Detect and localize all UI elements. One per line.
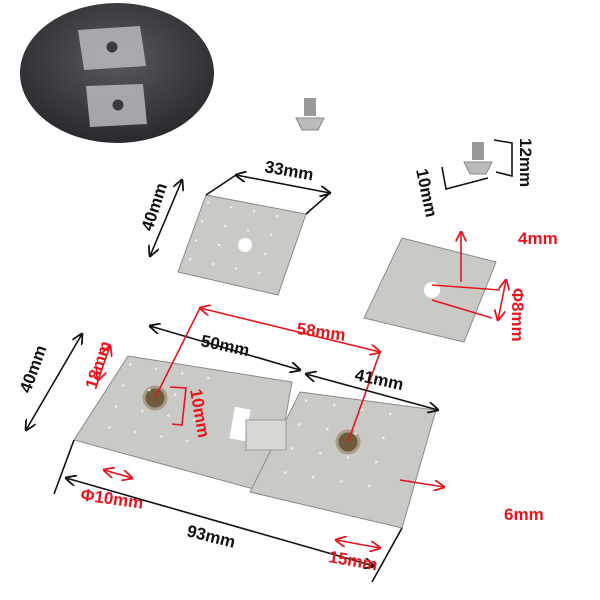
- pocket-cell: [263, 252, 267, 256]
- pocket-cell: [107, 426, 111, 429]
- pocket-cell: [353, 432, 357, 435]
- pocket-cell: [388, 412, 392, 416]
- screw-icon: [295, 98, 325, 131]
- hole-side-offset-label: 15mm: [327, 547, 379, 574]
- pocket-cell: [121, 384, 125, 387]
- top-plate-height-label: 40mm: [138, 181, 171, 234]
- total-length-label: 93mm: [185, 521, 237, 551]
- pocket-cell: [339, 480, 343, 483]
- pocket-cell: [381, 436, 385, 440]
- pocket-cell: [246, 229, 250, 232]
- pocket-cell: [128, 363, 132, 366]
- pocket-cell: [332, 403, 336, 407]
- pocket-cell: [114, 405, 118, 408]
- pocket-cell: [257, 271, 261, 275]
- pocket-cell: [166, 414, 170, 417]
- pocket-cell: [269, 233, 273, 237]
- offset-top-label: 4mm: [518, 229, 558, 248]
- hinge-height-label: 40mm: [16, 343, 51, 396]
- pocket-cell: [367, 484, 371, 488]
- screw-length-line: [441, 166, 489, 190]
- pocket-cell: [133, 430, 137, 434]
- hole-diameter-small-label: Φ8mm: [508, 288, 527, 342]
- pocket-cell: [154, 367, 158, 371]
- pocket-cell: [147, 388, 151, 392]
- hole-spacing-label: 58mm: [295, 319, 346, 345]
- pocket-cell: [374, 460, 378, 464]
- pocket-cell: [283, 471, 287, 474]
- pocket-cell: [185, 439, 189, 443]
- offset-bottom-label: 6mm: [504, 505, 544, 524]
- pocket-cell: [200, 220, 204, 223]
- pocket-cell: [173, 393, 177, 396]
- pocket-cell: [275, 214, 279, 218]
- pocket-cell: [290, 447, 294, 450]
- top-plate: [177, 194, 307, 296]
- pocket-cell: [217, 243, 221, 247]
- pocket-cell: [211, 262, 215, 266]
- pocket-cell: [140, 409, 144, 413]
- pocket-cell: [304, 399, 308, 402]
- pocket-cell: [234, 267, 238, 270]
- pocket-cell: [311, 475, 315, 479]
- top-plate-width-label: 33mm: [263, 157, 315, 184]
- hinge-left-leaf: [73, 355, 293, 495]
- pocket-cell: [325, 427, 329, 431]
- screw-icon: [463, 142, 493, 175]
- screw-head-label: 12mm: [516, 138, 535, 187]
- screw-length-label: 10mm: [412, 167, 441, 219]
- pocket-cell: [318, 451, 322, 455]
- pocket-cell: [346, 456, 350, 459]
- pocket-cell: [206, 201, 210, 204]
- right-plate: [363, 237, 497, 343]
- pocket-cell: [199, 397, 203, 401]
- pocket-cell: [159, 435, 163, 438]
- inset-clear-pads-photo: [20, 3, 214, 143]
- pocket-cell: [192, 418, 196, 422]
- screw-head-line: [493, 139, 513, 178]
- pocket-cell: [360, 408, 364, 411]
- pocket-cell: [252, 210, 256, 213]
- pocket-cell: [223, 224, 227, 228]
- pocket-cell: [194, 239, 198, 242]
- pocket-cell: [180, 372, 184, 375]
- nut-diameter-label: Φ10mm: [79, 485, 144, 513]
- pocket-cell: [206, 376, 210, 380]
- pocket-cell: [297, 423, 301, 426]
- pocket-cell: [229, 205, 233, 209]
- pocket-cell: [188, 258, 192, 261]
- hinge-left-width-label: 50mm: [199, 331, 251, 360]
